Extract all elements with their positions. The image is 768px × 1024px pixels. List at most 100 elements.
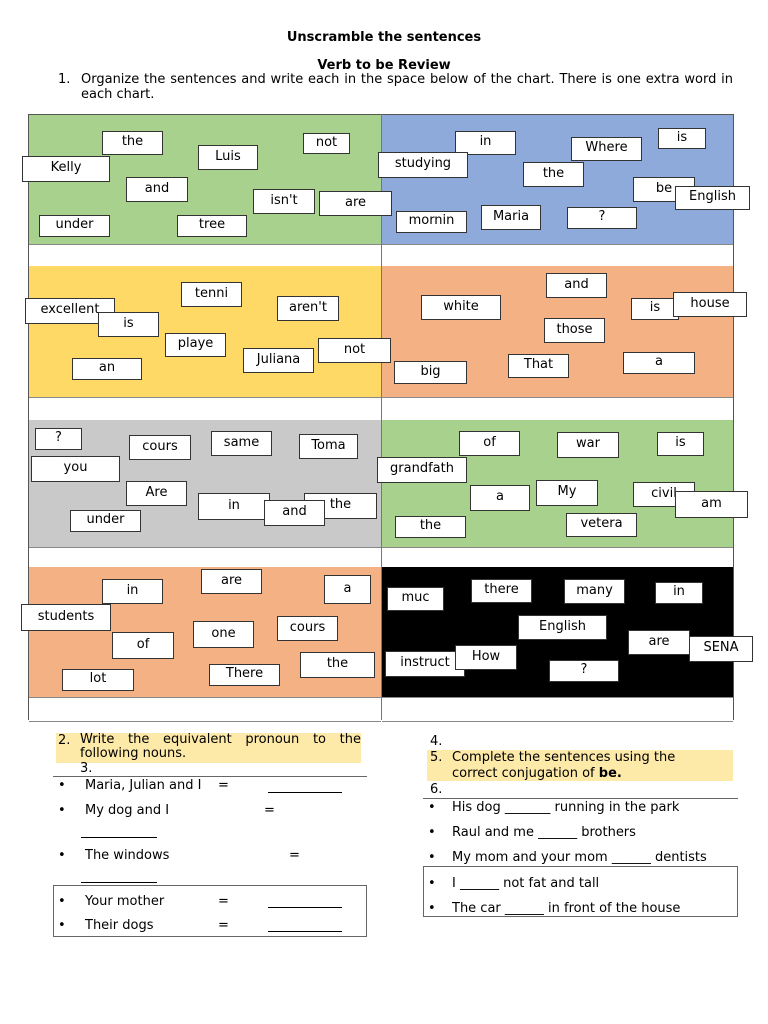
word-card[interactable]: muc: [387, 587, 444, 611]
word-card[interactable]: is: [631, 298, 679, 320]
word-card[interactable]: tenni: [181, 282, 242, 307]
word-card[interactable]: is: [657, 432, 704, 456]
chart-2-answer-space[interactable]: [382, 244, 733, 268]
word-card[interactable]: English: [675, 186, 750, 210]
word-card[interactable]: Toma: [299, 434, 358, 459]
word-card[interactable]: tree: [177, 215, 247, 237]
word-card[interactable]: under: [39, 215, 110, 237]
word-card[interactable]: war: [557, 432, 619, 458]
section2-text: Write the equivalent pronoun to the foll…: [80, 732, 361, 761]
answer-blank[interactable]: [81, 836, 157, 838]
word-card[interactable]: and: [126, 177, 188, 202]
word-card[interactable]: Juliana: [243, 348, 314, 373]
word-card[interactable]: am: [675, 491, 748, 518]
section2-box: [53, 885, 367, 937]
word-card[interactable]: not: [303, 133, 350, 154]
word-card[interactable]: the: [523, 162, 584, 187]
word-card[interactable]: Where: [571, 137, 642, 161]
word-card[interactable]: same: [211, 431, 272, 456]
word-card[interactable]: studying: [378, 152, 468, 178]
word-card[interactable]: big: [394, 361, 467, 384]
section5-text-b: correct conjugation of be.: [452, 766, 622, 781]
word-card[interactable]: SENA: [689, 636, 753, 662]
word-card[interactable]: house: [673, 292, 747, 317]
word-card[interactable]: That: [508, 354, 569, 378]
word-card[interactable]: there: [471, 579, 532, 603]
equals-sign: =: [289, 848, 300, 863]
word-card[interactable]: ?: [549, 660, 619, 682]
pronoun-noun: My dog and I: [85, 803, 170, 818]
word-card[interactable]: white: [421, 295, 501, 320]
word-card[interactable]: a: [324, 575, 371, 604]
word-card[interactable]: a: [470, 485, 530, 511]
chart-8-answer-space[interactable]: [382, 697, 733, 722]
word-card[interactable]: in: [455, 131, 516, 155]
word-card[interactable]: There: [209, 664, 280, 686]
word-card[interactable]: an: [72, 358, 142, 380]
section5-text-a: Complete the sentences using the: [452, 750, 676, 765]
equals-sign: =: [218, 918, 229, 933]
conjugation-sentence: The car ______ in front of the house: [452, 901, 681, 916]
word-card[interactable]: playe: [165, 333, 226, 357]
word-card[interactable]: are: [201, 569, 262, 594]
section6-number: 6.: [430, 782, 443, 797]
word-card[interactable]: vetera: [566, 513, 637, 537]
chart-4-answer-space[interactable]: [382, 397, 733, 422]
word-card[interactable]: My: [536, 480, 598, 506]
word-card[interactable]: the: [102, 131, 163, 155]
word-card[interactable]: Kelly: [22, 156, 110, 182]
section5-box: [423, 866, 738, 917]
word-card[interactable]: are: [628, 630, 690, 655]
word-card[interactable]: aren't: [277, 296, 339, 321]
word-card[interactable]: those: [544, 318, 605, 343]
word-card[interactable]: Are: [126, 481, 187, 506]
word-card[interactable]: ?: [35, 428, 82, 450]
chart-1-answer-space[interactable]: [29, 244, 381, 268]
word-card[interactable]: under: [70, 510, 141, 532]
word-card[interactable]: grandfath: [377, 457, 467, 483]
word-card[interactable]: instruct: [385, 651, 465, 677]
word-card[interactable]: in: [655, 582, 703, 604]
word-card[interactable]: students: [21, 604, 111, 631]
word-card[interactable]: English: [518, 615, 607, 640]
chart-3-answer-space[interactable]: [29, 397, 381, 422]
word-card[interactable]: a: [623, 352, 695, 374]
word-card[interactable]: is: [98, 312, 159, 337]
section2-sub-number: 3.: [80, 761, 93, 776]
word-card[interactable]: one: [193, 621, 254, 648]
word-card[interactable]: the: [395, 516, 466, 538]
instruction: 1. Organize the sentences and write each…: [58, 72, 733, 102]
word-card[interactable]: How: [455, 645, 517, 670]
word-card[interactable]: cours: [129, 435, 191, 460]
answer-blank[interactable]: [268, 791, 342, 793]
word-card[interactable]: ?: [567, 207, 637, 229]
word-card[interactable]: in: [198, 493, 270, 520]
word-card[interactable]: many: [564, 579, 625, 604]
word-card[interactable]: cours: [277, 616, 338, 641]
word-card[interactable]: of: [459, 431, 520, 456]
word-card[interactable]: and: [546, 273, 607, 298]
word-card[interactable]: of: [112, 632, 174, 659]
word-card[interactable]: mornin: [396, 211, 467, 233]
answer-blank[interactable]: [268, 906, 342, 908]
pronoun-noun: Their dogs: [85, 918, 154, 933]
word-card[interactable]: is: [658, 128, 706, 149]
word-card[interactable]: Maria: [481, 205, 541, 230]
word-card[interactable]: isn't: [253, 189, 315, 214]
conjugation-sentence: I ______ not fat and tall: [452, 876, 600, 891]
chart-7-answer-space[interactable]: [29, 697, 381, 722]
word-card[interactable]: you: [31, 456, 120, 482]
bullet: •: [58, 803, 66, 818]
bullet: •: [428, 825, 436, 840]
answer-blank[interactable]: [81, 881, 157, 883]
section4-number: 4.: [430, 734, 443, 749]
word-card[interactable]: and: [264, 500, 325, 526]
word-card[interactable]: lot: [62, 669, 134, 691]
word-card[interactable]: Luis: [198, 145, 258, 170]
word-card[interactable]: the: [300, 652, 375, 678]
word-card[interactable]: not: [318, 338, 391, 363]
word-card[interactable]: in: [102, 579, 163, 604]
pronoun-noun: Maria, Julian and I: [85, 778, 202, 793]
answer-blank[interactable]: [268, 930, 342, 932]
word-card[interactable]: are: [319, 191, 392, 216]
